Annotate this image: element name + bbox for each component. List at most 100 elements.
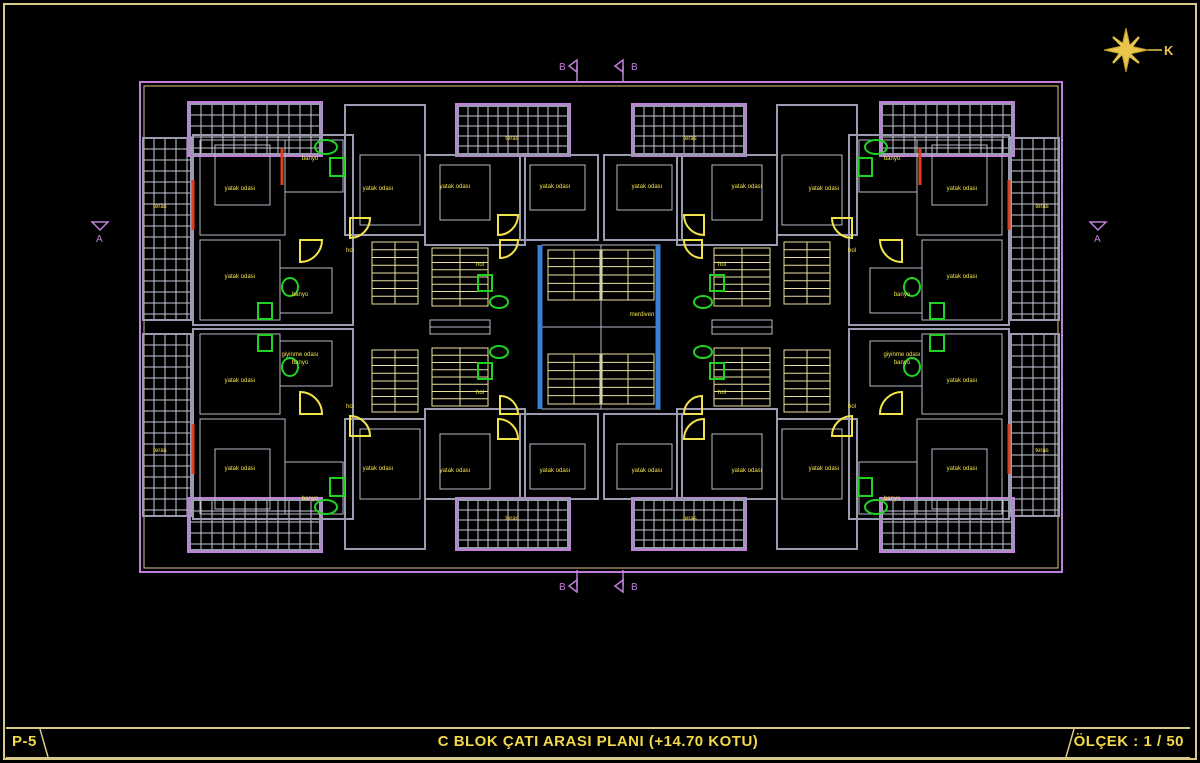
door-swing <box>497 214 520 237</box>
room-label-bath: banyo <box>292 292 309 298</box>
bedroom-wall <box>519 154 599 241</box>
terrace-tile-grid <box>142 137 192 321</box>
stair-flight <box>601 353 655 405</box>
bed <box>359 154 421 226</box>
room-label-bedroom: yatak odası <box>732 468 763 474</box>
bed <box>359 428 421 500</box>
section-marker-label: A <box>96 234 103 245</box>
bed <box>616 443 673 490</box>
stair-flight <box>371 241 419 305</box>
room-label-bedroom: yatak odası <box>440 184 471 190</box>
section-arrow-icon <box>90 221 110 232</box>
room-label-bedroom: yatak odası <box>809 186 840 192</box>
room-label-dressing: giyinme odası <box>281 352 318 358</box>
toilet-icon <box>329 477 345 497</box>
room-label-bedroom: yatak odası <box>732 184 763 190</box>
washbasin-icon <box>864 139 888 155</box>
room-label-bedroom: yatak odası <box>632 184 663 190</box>
bedroom-wall <box>603 413 683 500</box>
terrace-edge <box>1010 333 1060 517</box>
door-swing <box>299 239 324 264</box>
room-label-hall: hol <box>718 390 726 396</box>
terrace-tile-grid <box>189 499 321 551</box>
washbasin-icon <box>281 357 299 377</box>
toilet-icon <box>709 274 725 292</box>
terrace-railing <box>187 497 323 553</box>
title-dividers <box>39 729 1075 757</box>
door-swing <box>878 390 903 415</box>
drawing-scale: ÖLÇEK : 1 / 50 <box>1073 733 1184 750</box>
stair-flight <box>713 347 771 407</box>
room-label-terrace: teras <box>153 204 166 210</box>
bed <box>529 164 586 211</box>
room-label-hall: hol <box>476 262 484 268</box>
sheet-border <box>3 3 1197 760</box>
washbasin-icon <box>489 345 509 359</box>
north-arrow-icon: K <box>1103 27 1174 73</box>
bed <box>781 154 843 226</box>
section-marker-label: A <box>1094 234 1101 245</box>
terrace-edge <box>1010 137 1060 321</box>
room-label-terrace: teras <box>683 136 696 142</box>
bedroom-wall <box>603 154 683 241</box>
room-label-bedroom: yatak odası <box>225 186 256 192</box>
toilet-icon <box>857 477 873 497</box>
door-swing <box>497 417 520 440</box>
bedroom-wall <box>676 408 778 500</box>
door-swing <box>499 239 520 260</box>
bedroom-wall <box>776 418 858 550</box>
stair-flight <box>431 247 489 307</box>
terrace-edge <box>189 103 321 155</box>
bedroom-wall <box>776 104 858 236</box>
roof-edge-inner <box>143 85 1059 569</box>
bath-wall <box>858 461 918 515</box>
terrace-tile-grid <box>1010 137 1060 321</box>
roof-edge <box>139 81 1063 573</box>
stair-flight <box>547 353 601 405</box>
washbasin-icon <box>314 139 338 155</box>
room-label-bath: banyo <box>884 496 901 502</box>
bed <box>781 428 843 500</box>
terrace-tile-grid <box>142 333 192 517</box>
room-label-bath: banyo <box>894 360 911 366</box>
bed <box>931 448 988 510</box>
terrace-tile-grid <box>633 105 745 155</box>
toilet-icon <box>477 362 493 380</box>
terrace-edge <box>142 333 192 517</box>
door-swing <box>682 214 705 237</box>
washbasin-icon <box>903 357 921 377</box>
section-arrow-icon <box>1088 221 1108 232</box>
stair-flight <box>431 347 489 407</box>
terrace-edge <box>633 499 745 549</box>
room-label-bedroom: yatak odası <box>540 468 571 474</box>
bedroom-wall <box>344 418 426 550</box>
room-label-terrace: teras <box>153 448 166 454</box>
bedroom-wall <box>921 239 1003 321</box>
section-marker-label: B <box>559 62 566 73</box>
terrace-edge <box>189 499 321 551</box>
terrace-tile-grid <box>881 499 1013 551</box>
corridor-wall <box>429 319 491 328</box>
bath-wall <box>869 267 923 314</box>
bed <box>214 144 271 206</box>
toilet-icon <box>929 302 945 320</box>
terrace-tile-grid <box>881 103 1013 155</box>
room-label-bedroom: yatak odası <box>225 378 256 384</box>
bath-wall <box>869 340 923 387</box>
stair-flight <box>601 249 655 301</box>
room-label-bedroom: yatak odası <box>225 466 256 472</box>
terrace-railing <box>187 101 323 157</box>
terrace-edge <box>881 103 1013 155</box>
corridor-wall <box>429 326 491 335</box>
room-label-hall: hol <box>346 404 354 410</box>
bed <box>931 144 988 206</box>
door-swing <box>682 417 705 440</box>
washbasin-icon <box>693 345 713 359</box>
bedroom-wall <box>199 239 281 321</box>
section-arrow-icon <box>567 58 578 74</box>
terrace-edge <box>457 499 569 549</box>
section-arrow-icon <box>567 578 578 594</box>
stair-core-wall <box>600 326 661 410</box>
room-label-terrace: teras <box>505 136 518 142</box>
